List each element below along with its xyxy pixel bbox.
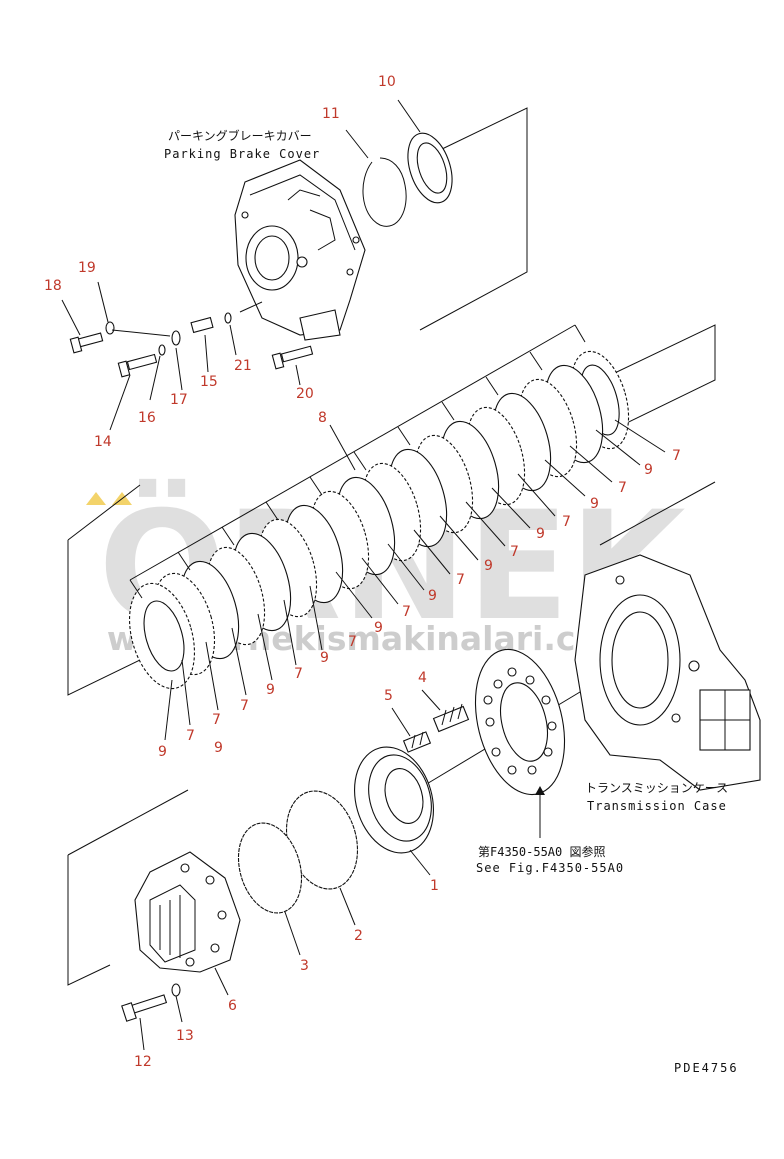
caption-transmission-jp: トランスミッションケース xyxy=(585,781,728,795)
caption-parking-brake-en: Parking Brake Cover xyxy=(164,147,320,161)
part-13-washer xyxy=(171,983,181,997)
parking-brake-cover xyxy=(234,159,366,341)
bottom-leader-lines xyxy=(139,689,441,1051)
part-21-oring xyxy=(224,312,232,324)
label-7: 7 xyxy=(672,448,681,464)
clutch-disc-stack xyxy=(128,350,630,690)
label-15: 15 xyxy=(200,374,218,390)
label-21: 21 xyxy=(234,358,252,374)
part-18-bolt xyxy=(76,332,104,348)
part-17-washer xyxy=(171,330,181,346)
part-4-spring xyxy=(432,703,470,733)
label-9: 9 xyxy=(590,496,599,512)
see-fig-arrowhead xyxy=(535,786,545,795)
label-11: 11 xyxy=(322,106,340,122)
label-7: 7 xyxy=(456,572,465,588)
caption-see-fig-en: See Fig.F4350-55A0 xyxy=(476,861,624,875)
transmission-case xyxy=(574,554,761,791)
part-6-housing xyxy=(134,851,241,973)
label-20: 20 xyxy=(296,386,314,402)
label-9: 9 xyxy=(158,744,167,760)
label-6: 6 xyxy=(228,998,237,1014)
label-9: 9 xyxy=(214,740,223,756)
label-7: 7 xyxy=(618,480,627,496)
top-leader-lines xyxy=(61,99,421,431)
drawing-code: PDE4756 xyxy=(674,1061,739,1075)
part-19-washer xyxy=(105,321,115,335)
part-3-seal-ring xyxy=(237,822,303,914)
label-9: 9 xyxy=(536,526,545,542)
disc-leader-lines xyxy=(164,419,666,741)
caption-see-fig-jp: 第F4350-55A0 図参照 xyxy=(478,844,605,859)
label-3: 3 xyxy=(300,958,309,974)
label-7: 7 xyxy=(240,698,249,714)
label-4: 4 xyxy=(418,670,427,686)
disc-front xyxy=(128,582,196,690)
label-18: 18 xyxy=(44,278,62,294)
label-9: 9 xyxy=(374,620,383,636)
label-7: 7 xyxy=(348,634,357,650)
label-14: 14 xyxy=(94,434,112,450)
ref-plate xyxy=(474,648,566,796)
label-10: 10 xyxy=(378,74,396,90)
label-7: 7 xyxy=(212,712,221,728)
assembly-guide-lines xyxy=(67,107,716,986)
label-1: 1 xyxy=(430,878,439,894)
label-17: 17 xyxy=(170,392,188,408)
label-9: 9 xyxy=(266,682,275,698)
label-9: 9 xyxy=(428,588,437,604)
label-7: 7 xyxy=(294,666,303,682)
label-7: 7 xyxy=(562,514,571,530)
label-13: 13 xyxy=(176,1028,194,1044)
part-5-spring xyxy=(402,731,432,753)
label-7: 7 xyxy=(510,544,519,560)
part-15-plug xyxy=(190,316,214,334)
top-fasteners xyxy=(69,312,314,378)
label-9: 9 xyxy=(644,462,653,478)
label-7: 7 xyxy=(186,728,195,744)
label-8: 8 xyxy=(318,410,327,426)
label-12: 12 xyxy=(134,1054,152,1070)
caption-parking-brake-jp: パーキングブレーキカバー xyxy=(168,128,312,143)
part-14-bolt xyxy=(126,353,158,371)
label-2: 2 xyxy=(354,928,363,944)
part-number-labels: 10 11 19 18 15 21 16 17 14 20 8 7 9 7 9 … xyxy=(44,74,681,1070)
part-1-piston xyxy=(354,746,434,854)
label-19: 19 xyxy=(78,260,96,276)
part-10-seal-ring xyxy=(407,132,453,204)
label-9: 9 xyxy=(320,650,329,666)
part-16-oring xyxy=(158,344,166,356)
caption-transmission-en: Transmission Case xyxy=(587,799,727,813)
part-20-bolt xyxy=(280,345,314,363)
label-5: 5 xyxy=(384,688,393,704)
label-9: 9 xyxy=(484,558,493,574)
watermark-accent-left xyxy=(86,492,106,505)
label-7: 7 xyxy=(402,604,411,620)
stack-comb-lines xyxy=(129,324,586,599)
part-12-bolt xyxy=(121,994,168,1022)
part-11-snap-ring xyxy=(362,157,407,227)
label-16: 16 xyxy=(138,410,156,426)
